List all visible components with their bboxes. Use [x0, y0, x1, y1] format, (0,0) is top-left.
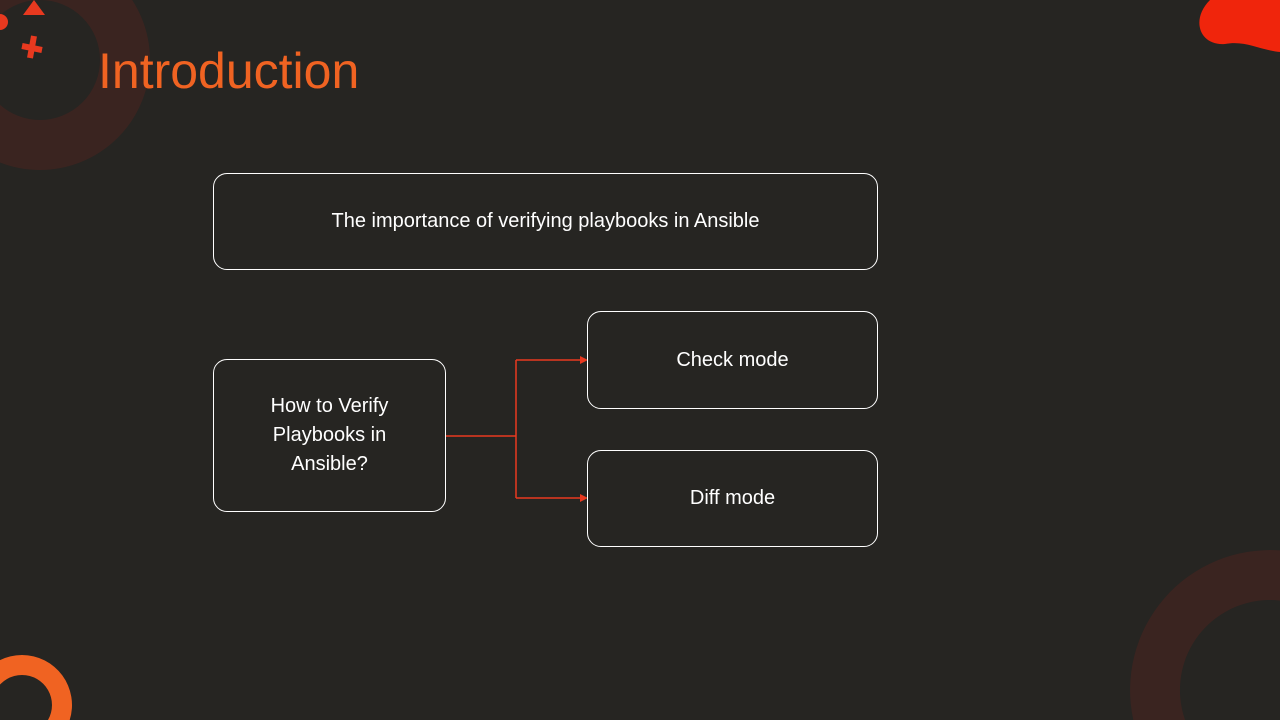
ring-bottom-right: [1130, 550, 1280, 720]
blob-top-right: [1199, 0, 1280, 52]
diff-mode-box: Diff mode: [587, 450, 878, 547]
ring-bottom-left: [0, 655, 72, 720]
plus-icon: [21, 35, 43, 59]
check-mode-box: Check mode: [587, 311, 878, 409]
triangle-icon: [23, 0, 45, 15]
topic-box: The importance of verifying playbooks in…: [213, 173, 878, 270]
ring-top-left: [0, 0, 150, 170]
slide-title: Introduction: [98, 43, 360, 99]
question-box: How to Verify Playbooks in Ansible?: [213, 359, 446, 512]
dot-icon: [0, 14, 8, 30]
connectors: [446, 356, 588, 502]
